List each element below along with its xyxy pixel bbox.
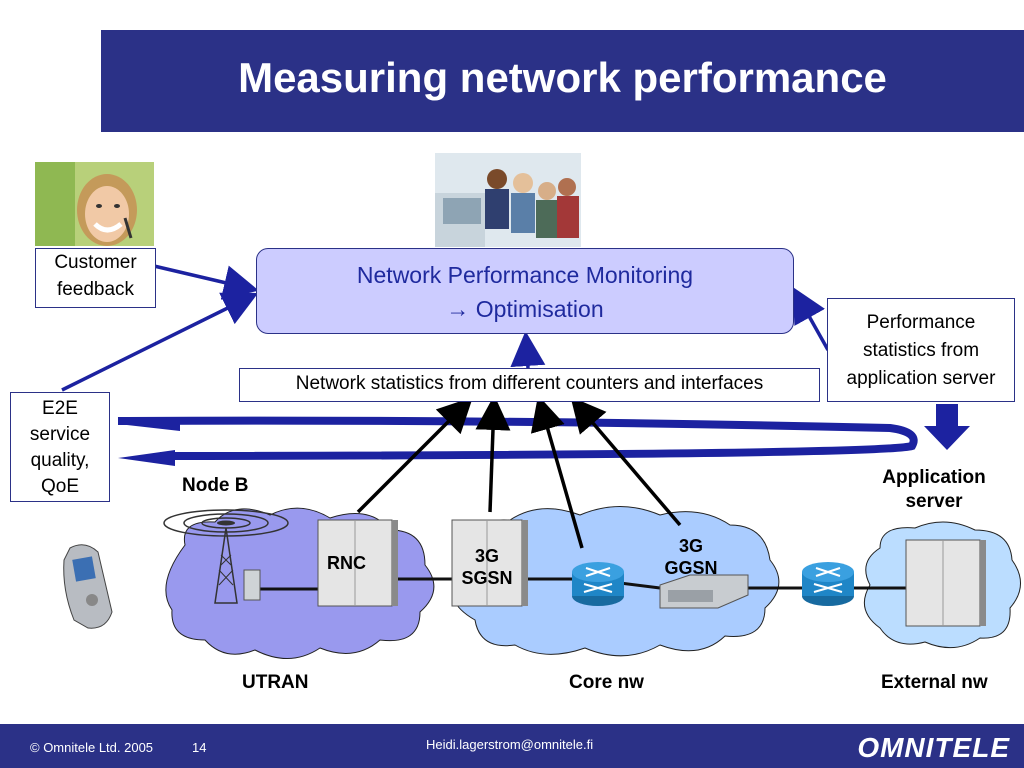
footer-bar: © Omnitele Ltd. 2005 14 Heidi.lagerstrom… (0, 724, 1024, 768)
external-nw-label: External nw (881, 672, 988, 693)
customer-photo (35, 162, 154, 246)
e2e-box: E2E service quality, QoE (10, 392, 110, 502)
core-router-icon (572, 562, 624, 606)
e2e-line1: E2E (42, 398, 78, 419)
footer-copyright: © Omnitele Ltd. 2005 (30, 740, 154, 755)
node-b-antenna-icon (163, 509, 289, 604)
application-server-label: Application server (868, 466, 1000, 514)
mobile-phone-icon (63, 544, 113, 629)
e2e-line4: QoE (40, 476, 80, 497)
utran-label: UTRAN (242, 672, 309, 693)
footer-email: Heidi.lagerstrom@omnitele.fi (426, 737, 594, 752)
customer-feedback-line1: Customer (54, 252, 137, 273)
title-bar: Measuring network performance (101, 30, 1024, 132)
perf-stats-line3: application server (846, 368, 996, 389)
app-server-label-line1: Application (882, 467, 986, 488)
customer-feedback-box: Customer feedback (35, 248, 156, 308)
node-b-label: Node B (182, 475, 249, 496)
slide-title: Measuring network performance (238, 54, 887, 101)
application-server-icon (905, 539, 986, 627)
npm-box: Network Performance Monitoring → Optimis… (256, 248, 794, 334)
external-router-icon (802, 562, 854, 606)
npm-title: Network Performance Monitoring (356, 262, 694, 288)
e2e-line2: service (29, 424, 91, 445)
app-server-label-line2: server (905, 491, 963, 512)
footer-page-number: 14 (192, 740, 207, 755)
ggsn-label: 3G GGSN (657, 535, 725, 579)
ggsn-label-line1: 3G (678, 536, 703, 556)
ggsn-device-icon (659, 574, 749, 609)
network-stats-box: Network statistics from different counte… (239, 368, 820, 402)
sgsn-label-line1: 3G (474, 546, 499, 566)
sgsn-label: 3G SGSN (456, 545, 518, 589)
team-photo (435, 153, 581, 247)
performance-stats-box: Performance statistics from application … (827, 298, 1015, 402)
rnc-label: RNC (327, 553, 366, 573)
e2e-line3: quality, (30, 450, 90, 471)
rnc-cabinet-icon (317, 519, 398, 607)
network-stats-text: Network statistics from different counte… (295, 373, 764, 394)
ggsn-label-line2: GGSN (664, 558, 718, 578)
customer-feedback-line2: feedback (56, 279, 135, 300)
core-nw-label: Core nw (569, 672, 644, 693)
npm-subtitle: → Optimisation (446, 296, 604, 322)
sgsn-cabinet-icon (451, 519, 528, 607)
omnitele-logo: OMNITELE (857, 732, 1010, 763)
perf-stats-line2: statistics from (862, 340, 980, 361)
sgsn-label-line2: SGSN (461, 568, 513, 588)
perf-stats-line1: Performance (866, 312, 976, 333)
diagram-canvas (61, 264, 1021, 659)
